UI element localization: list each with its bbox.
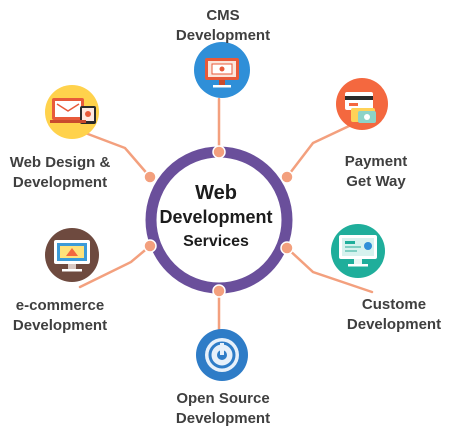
node-dot-cms	[212, 145, 226, 159]
node-dot-payment	[280, 170, 294, 184]
connector-custome	[285, 246, 374, 294]
node-dot-open-source	[212, 284, 226, 298]
label-web-design-line-2: Development	[12, 174, 108, 191]
label-ecommerce: e-commerce Development	[6, 296, 114, 336]
label-custome-line-2: Development	[346, 316, 442, 333]
label-open-source: Open Source Development	[168, 389, 278, 429]
label-web-design: Web Design & Development	[4, 153, 116, 193]
connector-payment	[285, 117, 366, 179]
label-open-source-line-1: Open Source	[176, 390, 270, 407]
custom-dev-monitor-icon	[331, 224, 385, 278]
label-payment: Payment Get Way	[326, 152, 426, 192]
cms-monitor-icon	[194, 42, 250, 98]
label-ecommerce-line-2: Development	[12, 317, 108, 334]
web-design-devices-icon	[45, 85, 99, 139]
label-cms-line-1: CMS	[206, 7, 240, 24]
label-ecommerce-line-1: e-commerce	[15, 297, 105, 314]
open-source-icon	[196, 329, 248, 381]
hub-title-line-1: Web	[195, 182, 237, 204]
connectors	[78, 97, 374, 335]
connector-ecommerce	[78, 244, 152, 289]
node-dot-web-design	[143, 170, 157, 184]
hub-title-line-3: Services	[183, 233, 249, 250]
label-open-source-line-2: Development	[175, 410, 271, 427]
label-custome-line-1: Custome	[361, 296, 427, 313]
label-custome: Custome Development	[342, 295, 446, 335]
node-dots	[143, 145, 294, 298]
node-dot-ecommerce	[143, 239, 157, 253]
label-cms: CMS Development	[168, 6, 278, 46]
node-dot-custome	[280, 241, 294, 255]
label-payment-line-2: Get Way	[346, 173, 406, 190]
hub-title: Web Development Services	[137, 182, 295, 254]
label-payment-line-1: Payment	[344, 153, 408, 170]
ecommerce-monitor-icon	[45, 228, 99, 282]
hub-title-line-2: Development	[159, 207, 273, 227]
label-cms-line-2: Development	[175, 27, 271, 44]
connector-web-design	[78, 129, 152, 179]
label-web-design-line-1: Web Design &	[9, 154, 111, 171]
payment-cards-icon	[336, 78, 388, 130]
